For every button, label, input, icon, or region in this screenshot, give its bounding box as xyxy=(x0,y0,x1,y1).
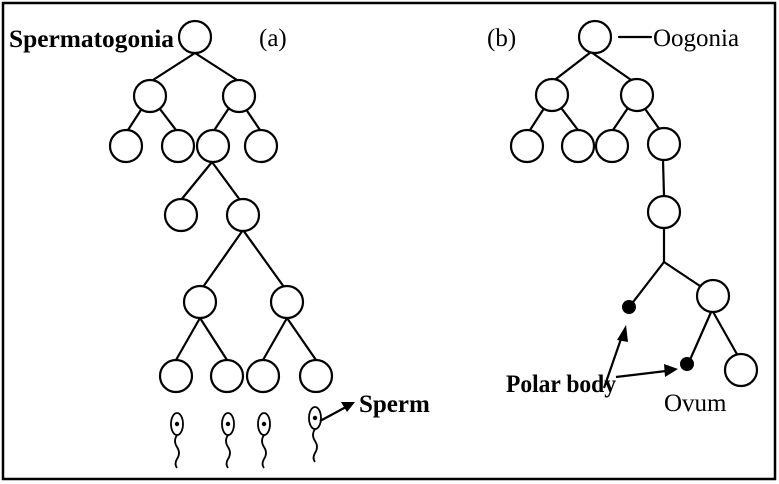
spermatid-cell xyxy=(247,360,279,392)
panel-b-label: (b) xyxy=(487,25,516,52)
spermatid-cell xyxy=(211,360,243,392)
panel-a-label: (a) xyxy=(259,25,287,52)
secondary-cell xyxy=(562,130,594,162)
sperm-cell xyxy=(171,413,183,468)
secondary-cell xyxy=(596,130,628,162)
primary-spermatocyte-cell xyxy=(134,80,166,112)
primary-spermatocyte-cell xyxy=(223,80,255,112)
sperm-cell xyxy=(258,413,270,468)
secondary-cell xyxy=(162,130,194,162)
spermatid-cell xyxy=(160,360,192,392)
ovum-label: Ovum xyxy=(664,390,727,417)
secondary-cell xyxy=(648,128,680,160)
primary-oocyte-cell xyxy=(621,79,653,111)
polar-body-dot xyxy=(622,300,636,314)
spermatogenesis-tree xyxy=(110,21,355,468)
sperm-cell xyxy=(309,407,321,462)
oogonia-label: Oogonia xyxy=(653,25,739,52)
secondary-cell xyxy=(110,130,142,162)
secondary-spermatocyte-cell xyxy=(184,286,216,318)
secondary-spermatocyte-cell xyxy=(271,286,303,318)
sperm-cell xyxy=(222,413,234,468)
sperm-label: Sperm xyxy=(359,391,430,418)
oocyte-cell xyxy=(648,196,680,228)
sperm-arrow xyxy=(320,402,355,421)
secondary-cell xyxy=(197,130,229,162)
oogenesis-tree xyxy=(511,21,757,388)
spermatocyte-cell xyxy=(165,199,197,231)
oogonium-cell xyxy=(579,21,611,53)
secondary-oocyte-cell xyxy=(697,280,729,312)
polar-body-label: Polar body xyxy=(506,371,616,398)
spermatogonia-label: Spermatogonia xyxy=(9,26,175,53)
spermatogonium-cell xyxy=(179,21,211,53)
second-polar-body-cell xyxy=(725,354,757,386)
spermatocyte-cell xyxy=(227,199,259,231)
secondary-cell xyxy=(511,130,543,162)
ovum-dot xyxy=(680,357,694,371)
primary-oocyte-cell xyxy=(536,79,568,111)
ovum-arrow xyxy=(616,364,678,377)
spermatid-cell xyxy=(300,360,332,392)
secondary-cell xyxy=(245,130,277,162)
